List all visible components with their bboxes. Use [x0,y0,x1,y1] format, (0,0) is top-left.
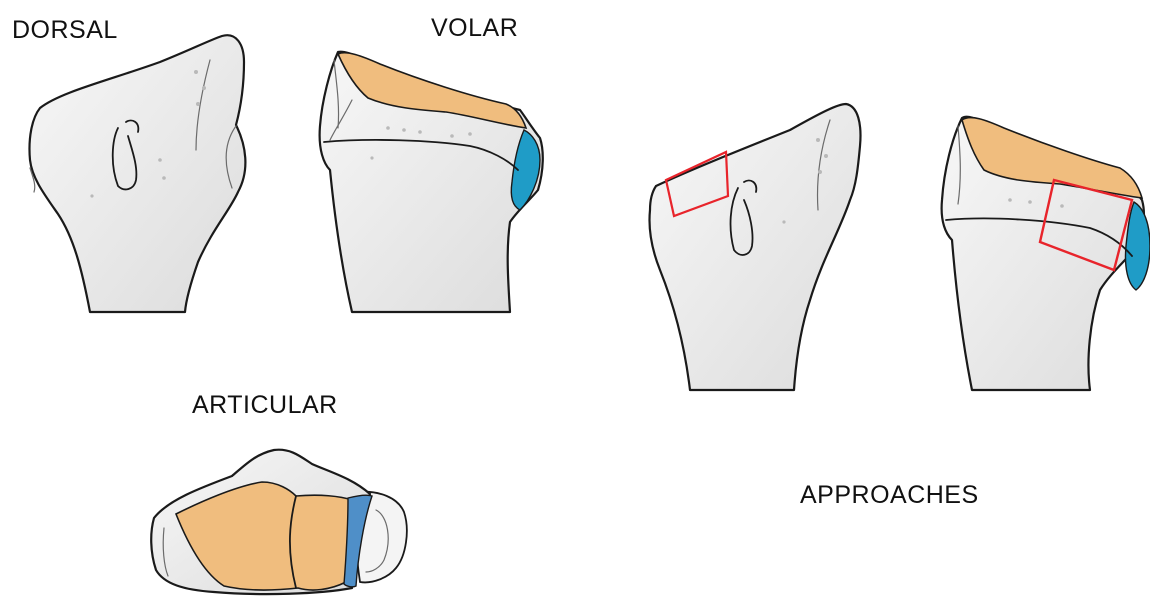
articular-label: ARTICULAR [192,391,338,420]
volar-label: VOLAR [431,14,518,43]
approaches-volar-bone [942,117,1150,390]
approaches-label: APPROACHES [800,481,979,510]
approaches-dorsal-bone [649,104,860,390]
articular-bone [151,450,407,594]
volar-bone [320,52,543,312]
dorsal-label: DORSAL [12,16,118,45]
dorsal-bone [29,35,245,312]
